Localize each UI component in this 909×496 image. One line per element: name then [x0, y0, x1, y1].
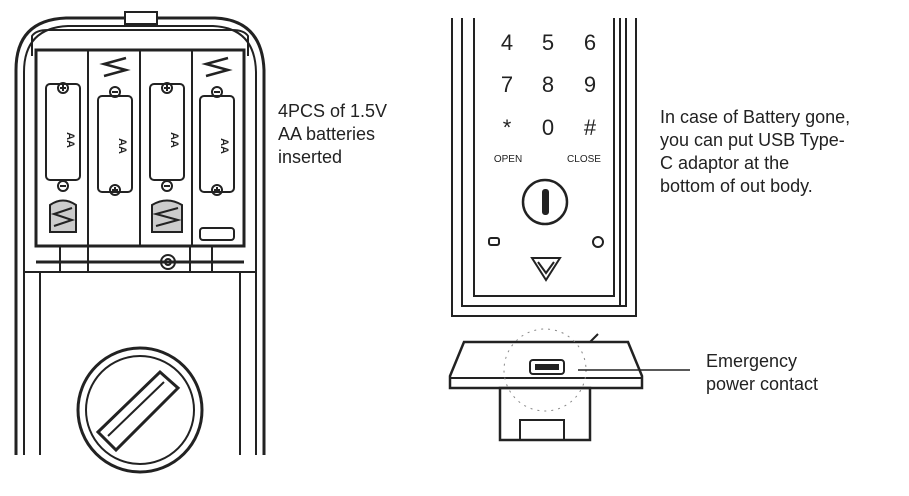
usb-annotation: In case of Battery gone, you can put USB…: [660, 106, 850, 198]
key-hash: #: [584, 115, 597, 140]
key-star: *: [503, 115, 512, 140]
battery-label-4: AA: [218, 138, 230, 154]
key-0: 0: [542, 115, 554, 140]
key-5: 5: [542, 30, 554, 55]
usb-annotation-line-3: C adaptor at the: [660, 153, 790, 173]
battery-annotation-line-1: 4PCS of 1.5V: [278, 101, 388, 121]
usb-cover: [448, 328, 644, 442]
battery-label-2: AA: [116, 138, 128, 154]
key-8: 8: [542, 72, 554, 97]
battery-annotation-line-2: AA batteries: [278, 124, 376, 144]
battery-compartment-view: [14, 11, 266, 474]
key-6: 6: [584, 30, 596, 55]
keypad-front-view: [448, 18, 690, 442]
battery-3: [149, 82, 185, 233]
battery-labels: AA AA AA AA: [64, 132, 230, 154]
key-7: 7: [501, 72, 513, 97]
battery-2: [97, 56, 133, 196]
battery-annotation-line-3: inserted: [278, 147, 343, 167]
usb-annotation-line-1: In case of Battery gone,: [660, 107, 851, 127]
usb-c-port: [529, 359, 565, 375]
card-logo-icon: [530, 257, 562, 282]
close-label: CLOSE: [567, 154, 601, 165]
battery-annotation: 4PCS of 1.5V AA batteries inserted: [278, 100, 387, 169]
open-label: OPEN: [494, 154, 522, 165]
key-9: 9: [584, 72, 596, 97]
emergency-annotation-line-2: power contact: [706, 374, 819, 394]
battery-4: [199, 56, 235, 241]
battery-1: [45, 82, 81, 233]
keypad-keys: 4 5 6 7 8 9 * 0 #: [501, 30, 597, 140]
battery-led: [488, 237, 500, 246]
battery-label-3: AA: [168, 132, 180, 148]
emergency-annotation-line-1: Emergency: [706, 351, 798, 371]
status-led: [592, 236, 604, 248]
thumb-turn-knob: [76, 346, 204, 474]
usb-annotation-line-4: bottom of out body.: [660, 176, 813, 196]
emergency-annotation: Emergency power contact: [706, 350, 818, 396]
key-4: 4: [501, 30, 513, 55]
usb-annotation-line-2: you can put USB Type-: [660, 130, 845, 150]
battery-label-1: AA: [64, 132, 76, 148]
rotary-knob: [521, 178, 569, 226]
